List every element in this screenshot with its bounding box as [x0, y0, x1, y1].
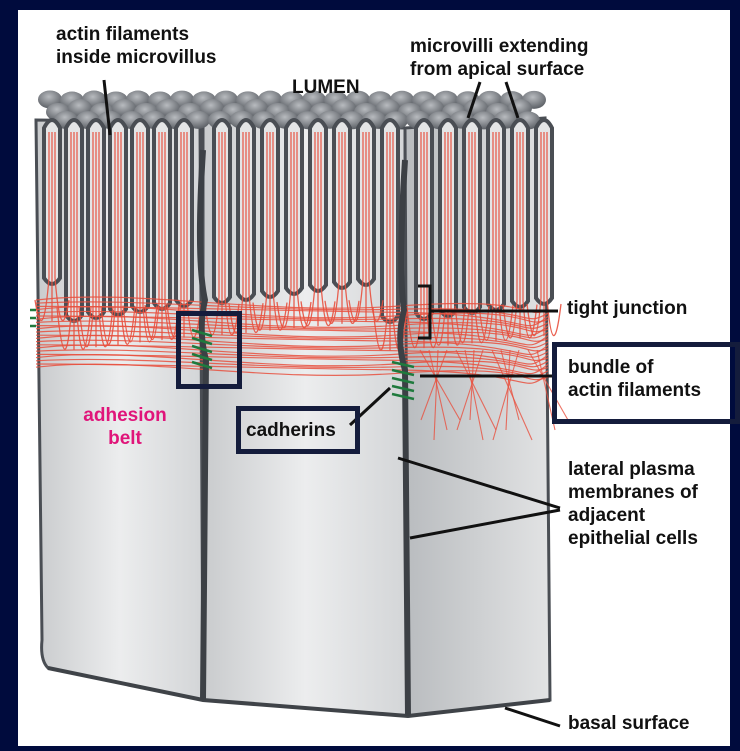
label-lumen: LUMEN: [292, 76, 360, 99]
label-lateral-membranes: lateral plasma membranes of adjacent epi…: [568, 458, 698, 550]
label-microvilli: microvilli extending from apical surface: [410, 35, 588, 81]
adhesion-belt-highlight: [176, 311, 242, 389]
microvilli: [44, 120, 552, 322]
label-tight-junction: tight junction: [567, 297, 687, 320]
label-adhesion-belt: adhesion belt: [70, 404, 180, 450]
label-bundle-actin: bundle of actin filaments: [568, 356, 701, 402]
label-cadherins: cadherins: [246, 419, 336, 442]
pointer-basal-surface: [505, 708, 560, 726]
cadherin-edge-left: [30, 310, 36, 326]
label-basal-surface: basal surface: [568, 712, 689, 735]
label-actin-in-microvillus: actin filaments inside microvillus: [56, 23, 217, 69]
